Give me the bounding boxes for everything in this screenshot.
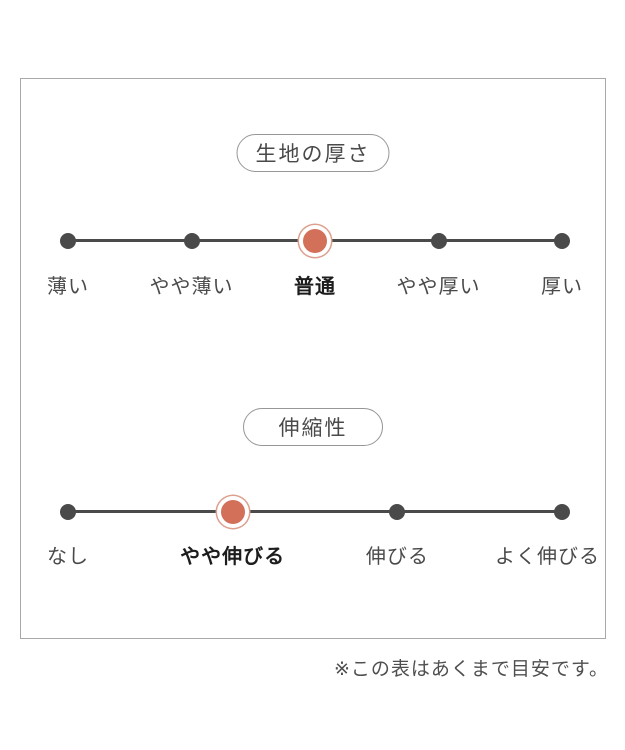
stretch-dot-0: [60, 503, 76, 520]
thickness-title-pill: 生地の厚さ: [236, 134, 390, 172]
thickness-label-2-selected: 普通: [294, 276, 336, 298]
thickness-label-0: 薄い: [47, 276, 89, 298]
thickness-label-3: やや厚い: [396, 276, 481, 298]
thickness-label-4: 厚い: [541, 276, 583, 298]
disclaimer-note: ※この表はあくまで目安です。: [333, 659, 609, 680]
stretch-dot-2: [389, 503, 406, 520]
stretch-title: 伸縮性: [278, 417, 348, 440]
stretch-label-3: よく伸びる: [495, 546, 600, 568]
stretch-labels-row: なし やや伸びる 伸びる よく伸びる: [47, 545, 599, 569]
thickness-title: 生地の厚さ: [255, 143, 371, 166]
thickness-labels-row: 薄い やや薄い 普通 やや厚い 厚い: [47, 275, 582, 299]
thickness-dot-0: [60, 232, 76, 249]
thickness-label-1: やや薄い: [149, 276, 234, 298]
spec-chart-frame: 生地の厚さ 薄い やや薄い 普通 やや厚い 厚い 伸縮性 なし やや伸びる 伸び…: [20, 78, 606, 639]
stretch-label-1-selected: やや伸びる: [180, 546, 286, 568]
stretch-dot-3: [554, 503, 570, 520]
thickness-dot-3: [430, 232, 447, 249]
stretch-selected-marker: [220, 499, 245, 524]
stretch-title-pill: 伸縮性: [243, 408, 383, 446]
thickness-dot-4: [554, 232, 570, 249]
stretch-label-2: 伸びる: [365, 546, 429, 568]
stretch-label-0: なし: [47, 546, 89, 568]
stretch-scale-track: [60, 499, 570, 524]
thickness-dot-1: [183, 232, 200, 249]
thickness-scale-track: [60, 228, 570, 253]
thickness-selected-marker: [303, 228, 327, 253]
